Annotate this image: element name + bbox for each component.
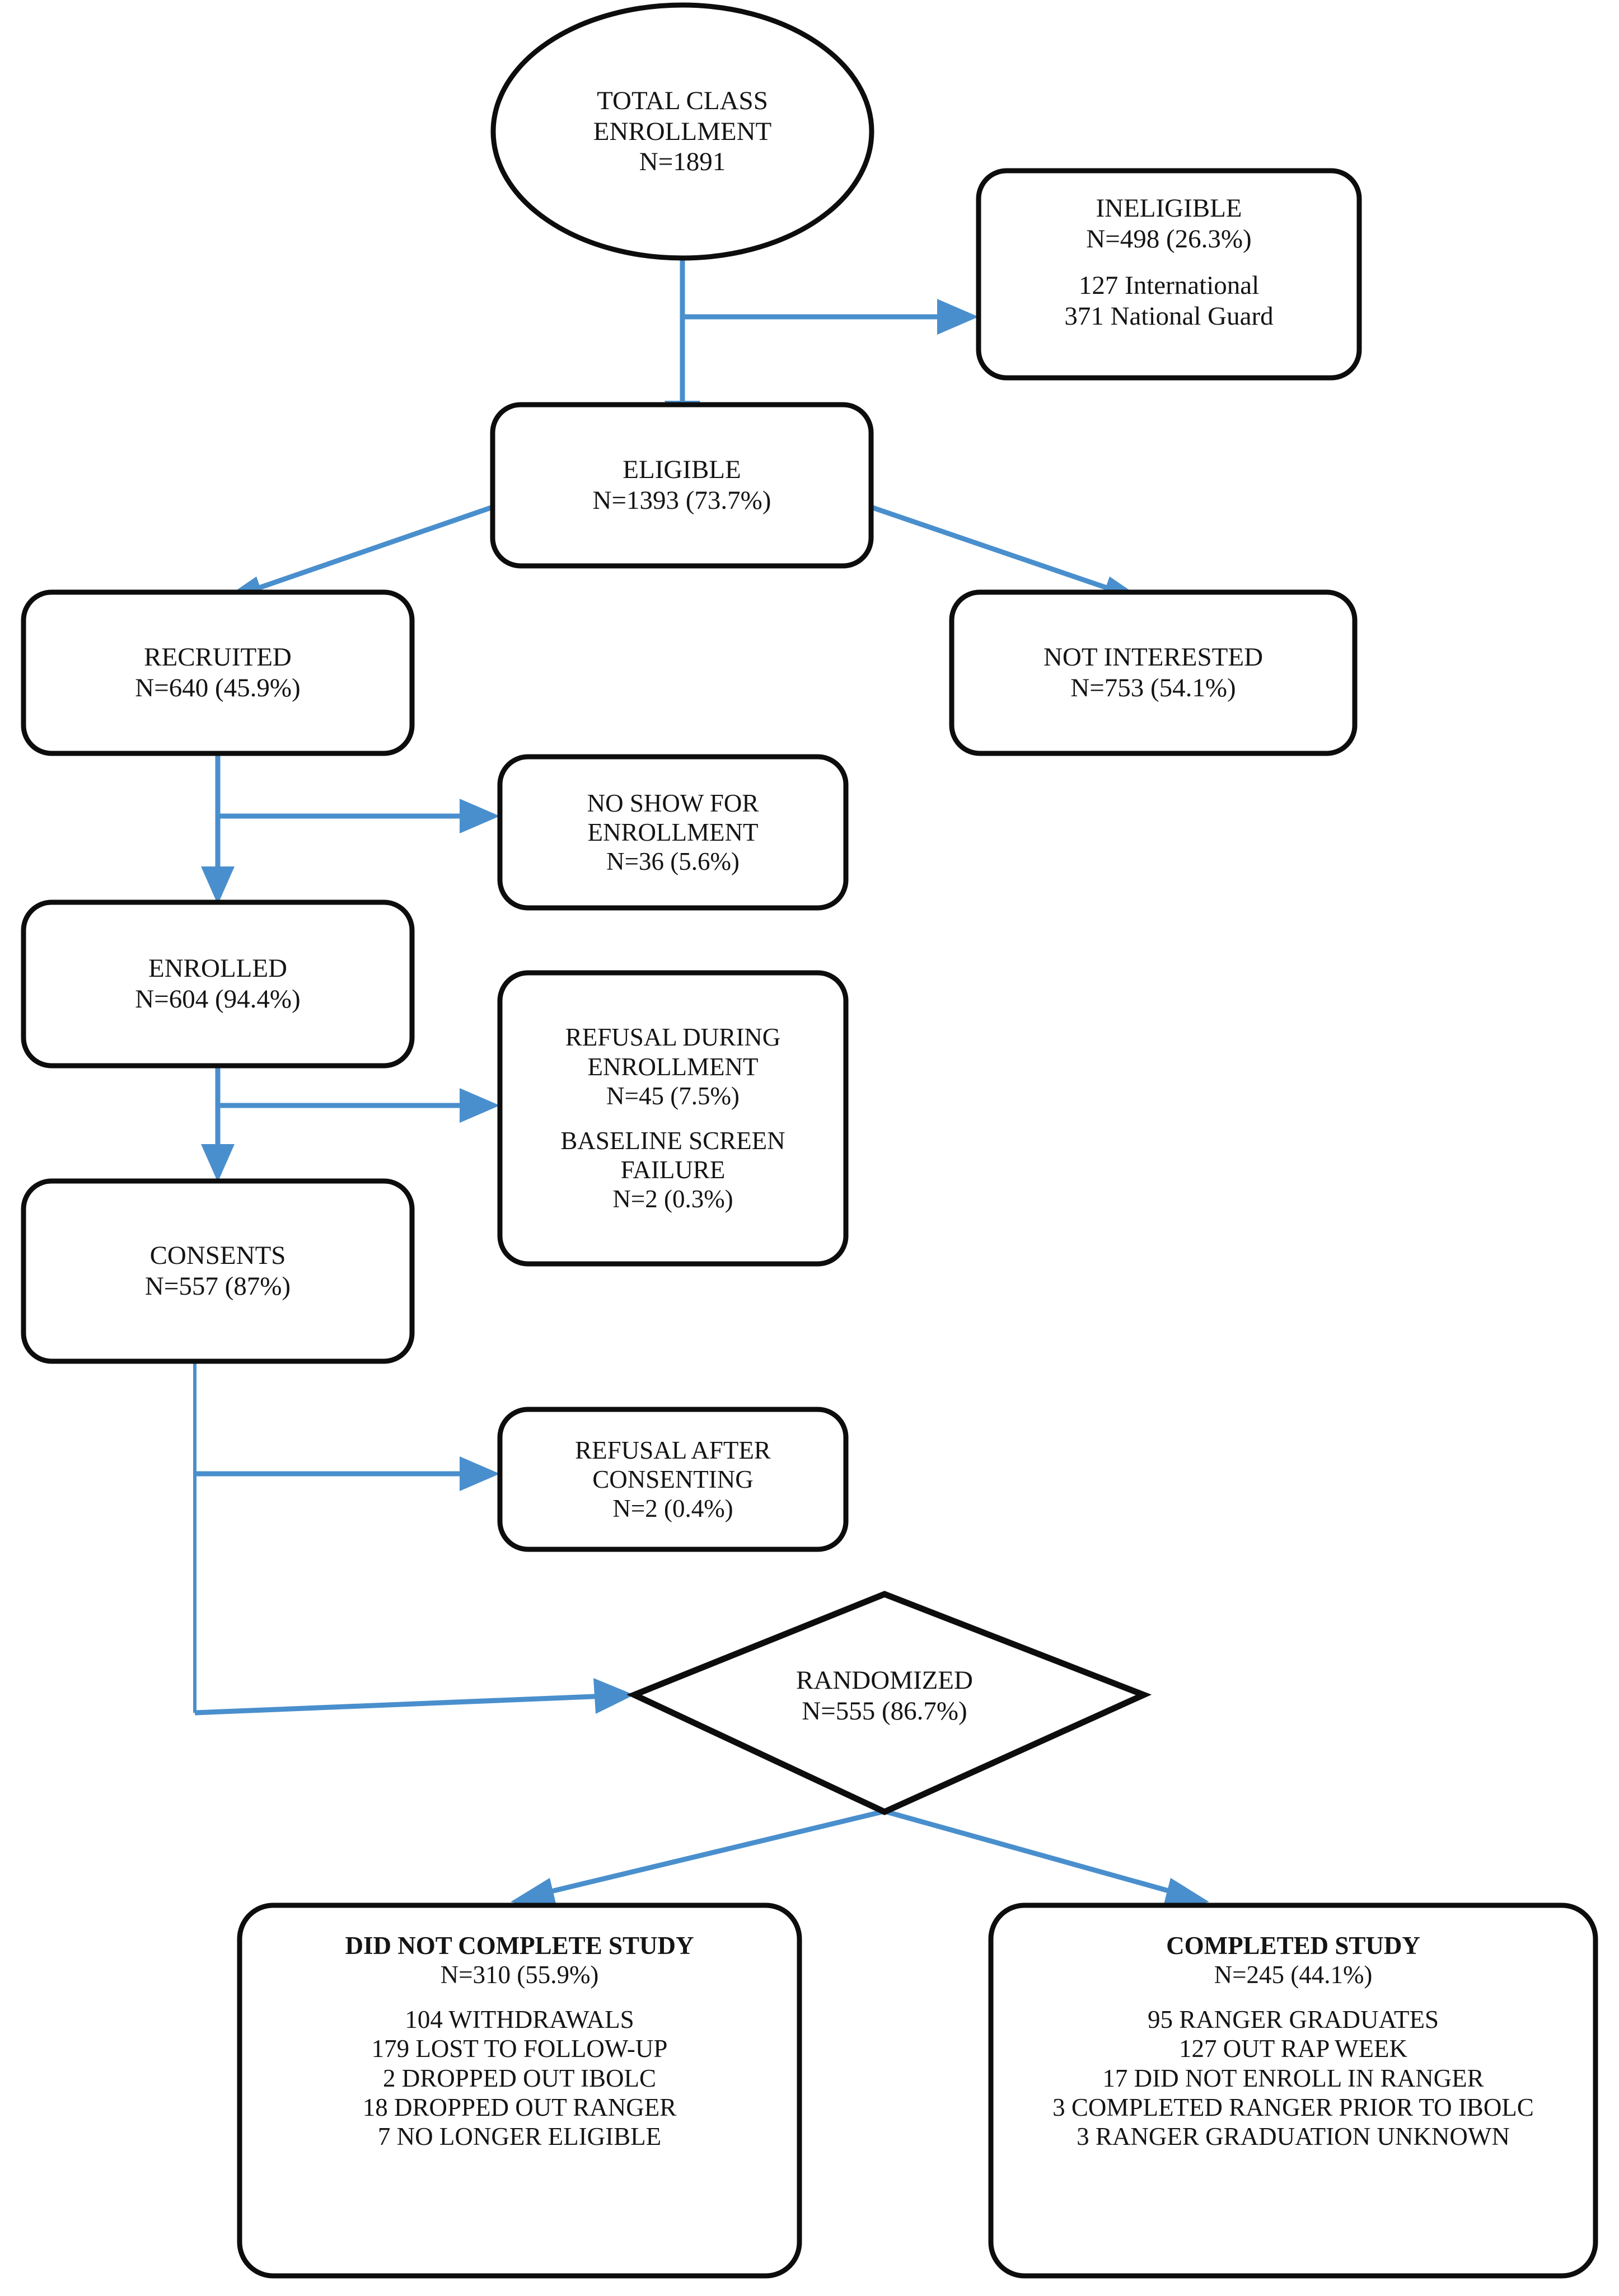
node-ineligible-shape <box>976 168 1362 381</box>
node-did-not-complete-shape <box>237 1903 802 2279</box>
edge-enrolled-to-refusal-during <box>218 1088 500 1123</box>
node-no-show-shape <box>497 754 849 911</box>
edge-randomized-to-completed <box>883 1808 1209 1913</box>
node-completed-study-shape <box>988 1903 1598 2279</box>
node-recruited-shape <box>21 589 415 756</box>
edge-consents-to-randomized <box>194 1678 634 1716</box>
node-total-enrollment-shape <box>490 2 874 261</box>
edge-enrolled-to-consents <box>201 1065 235 1182</box>
node-not-interested-shape <box>949 589 1358 756</box>
node-refusal-during-enrollment-shape <box>497 970 849 1267</box>
edge-randomized-to-did-not-complete <box>511 1808 886 1913</box>
edge-recruited-to-no-show <box>218 799 500 833</box>
node-consents-shape <box>21 1178 415 1364</box>
edge-consents-to-refusal-after <box>195 1456 500 1491</box>
node-randomized-shape <box>626 1591 1152 1816</box>
edge-recruited-to-enrolled <box>201 752 235 905</box>
edge-total-to-ineligible <box>682 299 979 335</box>
node-eligible-shape <box>490 402 874 569</box>
node-enrolled-shape <box>21 899 415 1069</box>
node-refusal-after-consenting-shape <box>497 1407 849 1552</box>
